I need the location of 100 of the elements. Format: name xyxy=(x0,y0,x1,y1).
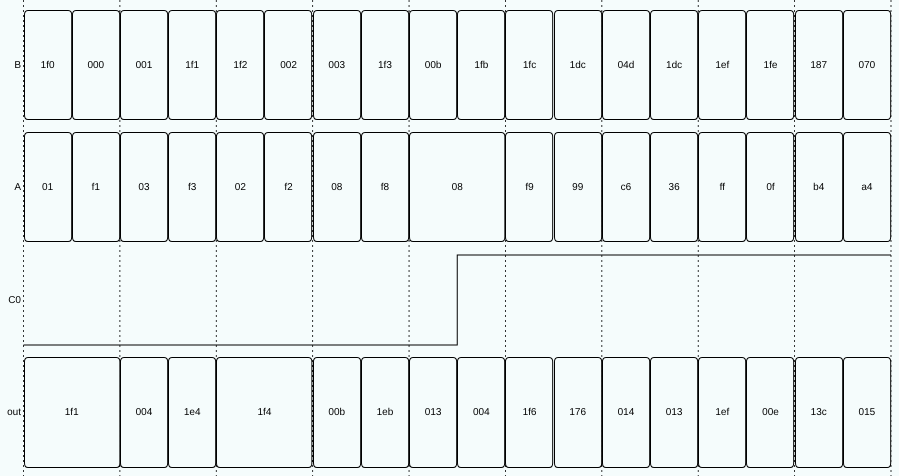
bus-value: 1fc xyxy=(522,60,536,70)
bus-value-segment xyxy=(554,10,602,120)
bus-value: 1fb xyxy=(474,60,488,70)
bus-value-segment xyxy=(120,10,168,120)
bus-value: 1f1 xyxy=(185,60,200,70)
bus-value-segment xyxy=(168,357,216,468)
bus-value-segment xyxy=(360,132,410,242)
bus-value-segment xyxy=(842,10,891,120)
bus-value-segment xyxy=(505,357,554,468)
bus-value-segment xyxy=(842,132,891,242)
bus-value: 08 xyxy=(331,182,342,192)
bus-value-segment xyxy=(650,132,698,242)
bus-value: 013 xyxy=(666,407,682,418)
bus-value: 1f0 xyxy=(40,60,55,70)
bus-value: 002 xyxy=(280,60,297,70)
bus-value-segment xyxy=(794,10,843,120)
bus-value: 03 xyxy=(138,182,150,192)
bus-value: 00b xyxy=(328,407,346,418)
bus-value-segment xyxy=(554,357,602,468)
bus-value-segment xyxy=(264,10,313,120)
signal-name: C0 xyxy=(8,295,21,306)
bus-value-segment xyxy=(650,357,698,468)
bus-value: 004 xyxy=(136,407,152,418)
bus-value-segment xyxy=(457,10,506,120)
bus-value: 36 xyxy=(668,182,680,192)
bus-value: 1e4 xyxy=(184,407,201,418)
bus-value-segment xyxy=(24,357,120,468)
signal-name: out xyxy=(7,407,21,418)
bus-value: 1ef xyxy=(715,407,730,418)
bus-value-segment xyxy=(168,132,216,242)
bus-value-segment xyxy=(746,132,795,242)
bus-value-segment xyxy=(409,10,458,120)
bus-value-segment xyxy=(602,132,650,242)
bus-value: 000 xyxy=(87,60,104,70)
bus-value: 001 xyxy=(136,60,152,70)
bus-value-segment xyxy=(312,357,361,468)
bus-value-segment xyxy=(457,357,506,468)
bus-value-segment xyxy=(842,357,891,468)
bus-value: a4 xyxy=(861,182,872,192)
bus-value-segment xyxy=(698,357,746,468)
bus-value: b4 xyxy=(813,182,824,192)
bus-value: 1f6 xyxy=(522,407,536,418)
bus-value: 1f2 xyxy=(233,60,248,70)
bus-value: 176 xyxy=(569,407,586,418)
bus-value: f1 xyxy=(92,182,100,192)
bus-value: 13c xyxy=(810,407,827,418)
bus-value: 1fe xyxy=(764,60,778,70)
bus-value-segment xyxy=(216,10,264,120)
bus-value-segment xyxy=(312,10,361,120)
bus-value-segment xyxy=(505,132,554,242)
bus-value: 1ef xyxy=(715,60,730,70)
bus-value: f8 xyxy=(380,182,390,192)
bus-value: 1dc xyxy=(666,60,682,70)
bus-value-segment xyxy=(72,132,120,242)
bus-value: 004 xyxy=(473,407,490,418)
bus-value: 04d xyxy=(618,60,634,70)
bus-value: 99 xyxy=(572,182,584,192)
bus-value: 1f4 xyxy=(258,407,272,418)
signal-name: A xyxy=(14,182,21,193)
bus-value: 015 xyxy=(858,407,876,418)
bus-value: 00b xyxy=(424,60,442,70)
bus-value-segment xyxy=(24,10,72,120)
signal-name: B xyxy=(14,60,21,71)
bus-value-segment xyxy=(120,132,168,242)
bus-value: 003 xyxy=(328,60,346,70)
bus-value: 0f xyxy=(766,182,775,192)
bus-value: 02 xyxy=(234,182,246,192)
bus-value: 1f1 xyxy=(64,407,79,418)
bus-value-segment xyxy=(168,10,216,120)
bus-value-segment xyxy=(409,132,506,242)
bus-value: 1eb xyxy=(376,407,394,418)
bus-value: 187 xyxy=(810,60,828,70)
bus-value: c6 xyxy=(620,182,632,192)
bus-value: ff xyxy=(720,182,725,192)
bus-value-segment xyxy=(650,10,698,120)
bus-value: 013 xyxy=(424,407,442,418)
bus-value: 1f3 xyxy=(378,60,392,70)
bus-value-segment xyxy=(216,357,313,468)
bus-value-segment xyxy=(698,10,746,120)
bus-value-segment xyxy=(360,10,410,120)
bus-value: f3 xyxy=(188,182,196,192)
bus-value: 00e xyxy=(762,407,779,418)
bus-value-segment xyxy=(602,10,650,120)
bus-value-segment xyxy=(216,132,264,242)
bus-value: 08 xyxy=(452,182,463,192)
bus-value-segment xyxy=(794,357,843,468)
bus-value-segment xyxy=(120,357,168,468)
bus-value: f9 xyxy=(525,182,534,192)
bus-value-segment xyxy=(312,132,361,242)
bus-value: 070 xyxy=(858,60,876,70)
bus-value: 01 xyxy=(42,182,54,192)
bus-value-segment xyxy=(24,132,72,242)
bus-value-segment xyxy=(409,357,458,468)
bus-value-segment xyxy=(264,132,313,242)
bus-value-segment xyxy=(746,10,795,120)
bus-value-segment xyxy=(72,10,120,120)
bus-value-segment xyxy=(505,10,554,120)
bus-value: 014 xyxy=(618,407,634,418)
bus-value-segment xyxy=(746,357,795,468)
bus-value: 1dc xyxy=(570,60,586,70)
